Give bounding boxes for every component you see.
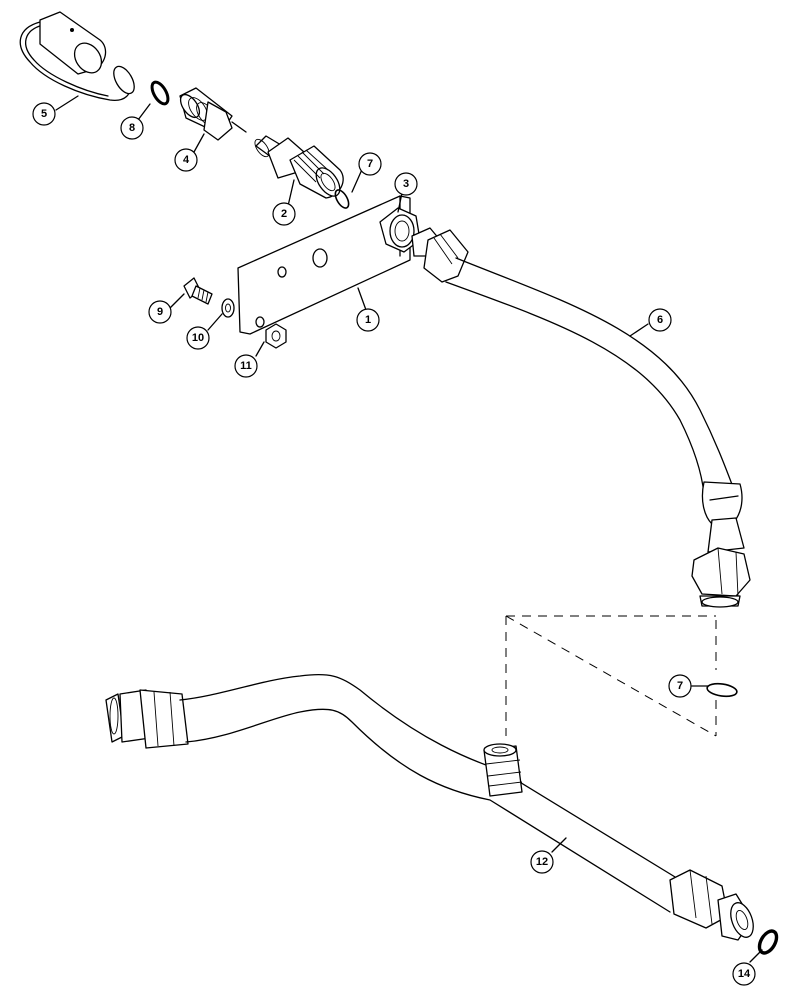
o-ring-7-upper bbox=[334, 189, 350, 209]
callout-12: 12 bbox=[530, 850, 554, 874]
lower-tube bbox=[105, 673, 754, 941]
callout-4-label: 4 bbox=[183, 154, 190, 166]
callout-9: 9 bbox=[148, 300, 172, 324]
adapter-fitting bbox=[254, 135, 344, 199]
callout-2-label: 2 bbox=[281, 208, 287, 220]
bracket-plate bbox=[237, 195, 411, 335]
callout-7-lower: 7 bbox=[668, 674, 692, 698]
callout-1: 1 bbox=[356, 308, 380, 332]
o-ring-7-lower bbox=[706, 682, 738, 698]
dust-cap bbox=[19, 11, 135, 101]
callout-5: 5 bbox=[32, 102, 56, 126]
callout-10: 10 bbox=[186, 326, 210, 350]
quick-coupler bbox=[179, 87, 247, 141]
callout-11: 11 bbox=[234, 354, 258, 378]
callout-14: 14 bbox=[732, 962, 756, 986]
callout-8: 8 bbox=[120, 116, 144, 140]
callout-9-label: 9 bbox=[157, 306, 163, 318]
callout-11-label: 11 bbox=[240, 360, 252, 372]
upper-hose bbox=[411, 227, 751, 608]
bolt bbox=[183, 277, 213, 305]
o-ring-8 bbox=[150, 80, 170, 106]
callout-6-label: 6 bbox=[657, 314, 663, 326]
callout-14-label: 14 bbox=[738, 968, 751, 980]
lock-nut bbox=[265, 323, 287, 349]
callout-12-label: 12 bbox=[536, 856, 548, 868]
o-ring-14 bbox=[757, 929, 779, 955]
callout-10-label: 10 bbox=[192, 332, 204, 344]
bulkhead-nut bbox=[379, 207, 421, 253]
washer bbox=[221, 298, 235, 318]
callout-1-label: 1 bbox=[365, 314, 371, 326]
callout-3-label: 3 bbox=[403, 178, 409, 190]
callout-5-label: 5 bbox=[41, 108, 47, 120]
callout-7-upper-label: 7 bbox=[367, 158, 373, 170]
callout-4: 4 bbox=[174, 148, 198, 172]
callout-7-upper: 7 bbox=[358, 152, 382, 176]
callout-7-lower-label: 7 bbox=[677, 680, 683, 692]
assembly-guide-lines bbox=[505, 615, 717, 737]
callout-6: 6 bbox=[648, 308, 672, 332]
callout-3: 3 bbox=[394, 172, 418, 196]
callout-8-label: 8 bbox=[129, 122, 135, 134]
callout-2: 2 bbox=[272, 202, 296, 226]
